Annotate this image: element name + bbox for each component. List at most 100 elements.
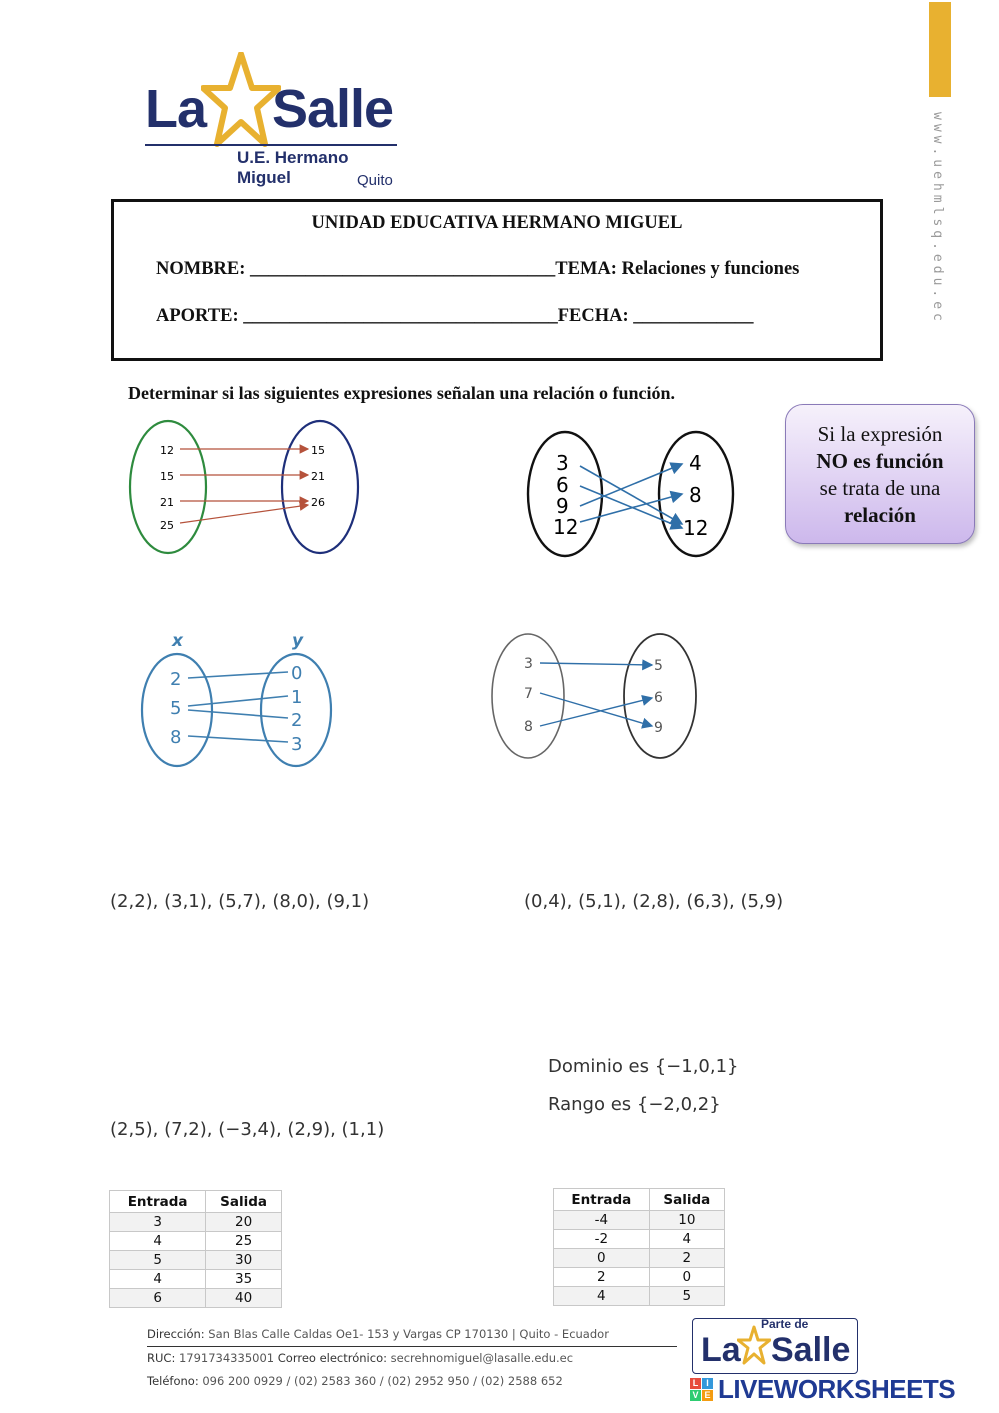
hint-line-2: NO es función	[816, 449, 944, 473]
table-cell: 2	[648, 1248, 726, 1268]
range-value: 4	[689, 451, 702, 475]
brand-salle-text: Salle	[771, 1331, 851, 1369]
domain-value: 8	[170, 727, 181, 748]
table-header: Salida	[205, 1190, 282, 1213]
range-value: 6	[654, 690, 663, 706]
domain-value: 7	[524, 686, 533, 702]
table-cell: 20	[205, 1212, 282, 1232]
table-header: Entrada	[108, 1190, 207, 1213]
table-header: Salida	[648, 1188, 726, 1211]
range-value: 0	[291, 663, 302, 684]
table-cell: 5	[108, 1250, 207, 1270]
arrow	[539, 694, 654, 727]
table-cell: 10	[648, 1210, 726, 1230]
domain-oval	[526, 430, 604, 558]
tema-label: TEMA: Relaciones y funciones	[555, 259, 800, 279]
mapping-diagram-1: 12 15 21 25 15 21 26	[128, 419, 360, 555]
range-value: 21	[311, 470, 325, 483]
connector	[187, 671, 289, 679]
logo-city: Quito	[357, 172, 393, 189]
table-cell: 35	[205, 1269, 282, 1289]
rango-text: Rango es {−2,0,2}	[548, 1094, 721, 1115]
domain-value: 15	[160, 470, 174, 483]
domain-value: 6	[556, 473, 569, 497]
ruc-label: RUC:	[147, 1351, 176, 1365]
table-cell: 5	[648, 1286, 726, 1306]
liveworksheets-logo: L I V E LIVEWORKSHEETS	[690, 1374, 990, 1404]
range-value: 3	[291, 734, 302, 755]
table-cell: 6	[108, 1288, 207, 1308]
fecha-field[interactable]: _____________	[633, 306, 754, 326]
domain-value: 3	[524, 656, 533, 672]
table-cell: 40	[205, 1288, 282, 1308]
domain-value: 25	[160, 519, 174, 532]
table-cell: 3	[108, 1212, 207, 1232]
domain-oval	[140, 652, 214, 768]
footer-phone: Teléfono: 096 200 0929 / (02) 2583 360 /…	[147, 1374, 563, 1388]
connector	[187, 709, 289, 719]
nombre-label: NOMBRE:	[156, 259, 251, 279]
domain-value: 12	[553, 515, 578, 539]
arrow	[539, 692, 654, 729]
la-salle-logo: La Salle U.E. Hermano Miguel Quito	[145, 52, 405, 192]
pairs-set-a: (2,2), (3,1), (5,7), (8,0), (9,1)	[110, 891, 370, 912]
header-box	[111, 199, 883, 361]
phone-value: 096 200 0929 / (02) 2583 360 / (02) 2952…	[198, 1374, 563, 1388]
range-oval	[657, 430, 735, 558]
table-cell: 4	[108, 1231, 207, 1251]
logo-divider	[145, 144, 397, 146]
connector	[187, 735, 289, 743]
address-value: San Blas Calle Caldas Oe1- 153 y Vargas …	[204, 1327, 609, 1341]
table-cell: 0	[648, 1267, 726, 1287]
hint-bubble: Si la expresión NO es función se trata d…	[785, 404, 975, 544]
table-header-row: Entrada Salida	[553, 1188, 726, 1211]
table-cell: 0	[553, 1248, 650, 1268]
liveworksheets-icon: L I V E	[690, 1378, 714, 1402]
table-cell: 4	[108, 1269, 207, 1289]
phone-label: Teléfono:	[147, 1374, 199, 1388]
pairs-set-b: (0,4), (5,1), (2,8), (6,3), (5,9)	[524, 891, 784, 912]
range-oval	[280, 419, 360, 555]
connector	[187, 695, 289, 707]
footer-divider	[147, 1346, 677, 1347]
arrow	[579, 462, 684, 507]
nombre-row: NOMBRE: ________________________________…	[156, 259, 799, 280]
email-value: secrehnomiguel@lasalle.edu.ec	[387, 1351, 574, 1365]
nombre-field[interactable]: _________________________________	[250, 259, 556, 279]
table-cell: 2	[553, 1267, 650, 1287]
domain-value: 3	[556, 451, 569, 475]
footer-address: Dirección: San Blas Calle Caldas Oe1- 15…	[147, 1327, 609, 1341]
range-value: 15	[311, 444, 325, 457]
table-cell: 30	[205, 1250, 282, 1270]
arrow	[179, 501, 310, 524]
school-title: UNIDAD EDUCATIVA HERMANO MIGUEL	[311, 213, 683, 233]
mapping-diagram-4: 3 7 8 5 6 9	[491, 633, 697, 759]
dominio-text: Dominio es {−1,0,1}	[548, 1056, 739, 1077]
liveworksheets-text: LIVEWORKSHEETS	[718, 1374, 956, 1404]
hint-line-1: Si la expresión	[817, 422, 943, 446]
gold-side-bar	[929, 2, 951, 97]
domain-value: 5	[170, 698, 181, 719]
range-oval	[259, 652, 333, 768]
domain-value: 21	[160, 496, 174, 509]
aporte-field[interactable]: __________________________________	[243, 306, 558, 326]
star-icon	[737, 1325, 771, 1365]
range-value: 12	[683, 516, 708, 540]
arrow	[579, 465, 684, 525]
x-label: x	[171, 631, 184, 651]
table-header-row: Entrada Salida	[108, 1190, 282, 1213]
arrow	[579, 490, 684, 523]
range-value: 5	[654, 658, 663, 674]
table-header: Entrada	[553, 1188, 650, 1211]
email-label: Correo electrónico:	[277, 1351, 387, 1365]
logo-school-name: U.E. Hermano Miguel	[237, 148, 349, 187]
domain-value: 8	[524, 719, 533, 735]
